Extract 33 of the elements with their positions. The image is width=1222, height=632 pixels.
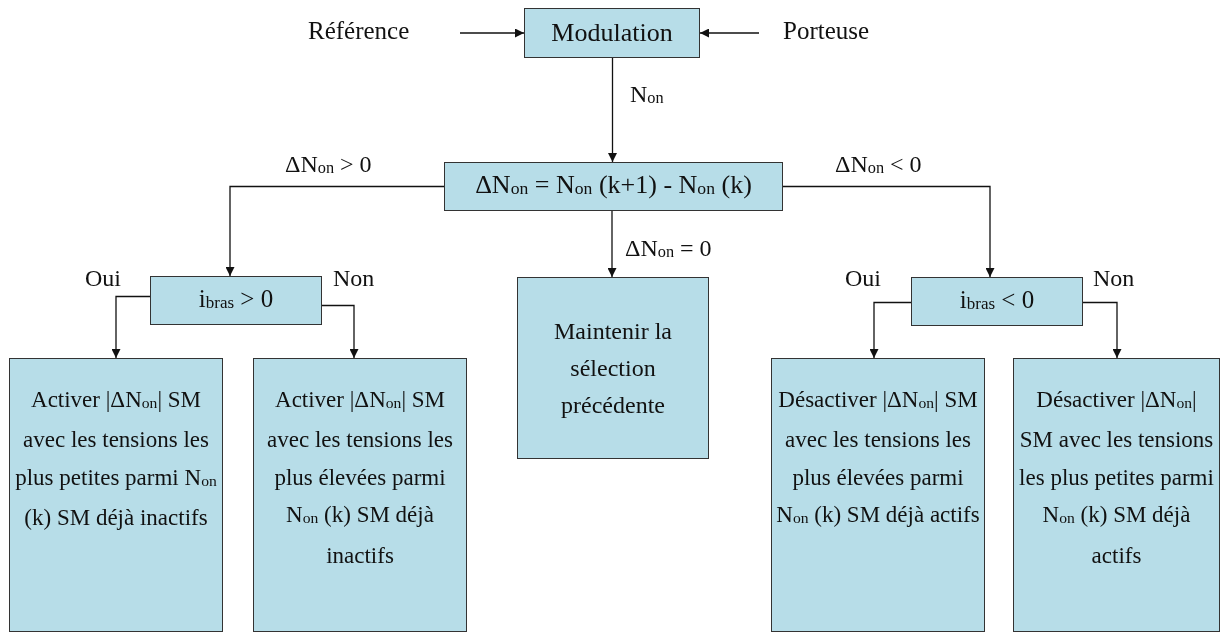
- arrow: [1082, 301, 1122, 359]
- edge-label: Non: [333, 264, 375, 292]
- process-box: [444, 162, 783, 211]
- box-text: i$_{bras}$ > 0: [198, 283, 274, 314]
- process-box: [771, 358, 985, 632]
- process-box: [150, 276, 322, 325]
- arrow: [111, 295, 151, 359]
- process-box: [253, 358, 467, 632]
- input-label: Porteuse: [783, 16, 870, 46]
- box-text: i$_{bras}$ < 0: [959, 284, 1035, 315]
- box-text: Modulation: [551, 18, 673, 48]
- input-label: Référence: [308, 16, 410, 46]
- arrow: [699, 28, 760, 38]
- process-box: [1013, 358, 1220, 632]
- arrow: [321, 304, 359, 359]
- arrow: [225, 185, 445, 277]
- arrow: [607, 210, 617, 278]
- edge-label: ΔN$_{on}$ < 0: [835, 150, 922, 179]
- process-box: [517, 277, 709, 459]
- edge-label: N$_{on}$: [630, 80, 664, 109]
- arrow: [608, 57, 617, 163]
- edge-label: ΔN$_{on}$ > 0: [285, 150, 372, 179]
- edge-label: Oui: [845, 264, 881, 292]
- arrow: [782, 185, 995, 278]
- process-box: [524, 8, 700, 58]
- arrow: [869, 301, 912, 359]
- edge-label: Oui: [85, 264, 121, 292]
- process-box: [9, 358, 223, 632]
- arrow: [459, 28, 525, 38]
- edge-label: Non: [1093, 264, 1135, 292]
- process-box: [911, 277, 1083, 326]
- edge-label: ΔN$_{on}$ = 0: [625, 234, 712, 263]
- box-text: Maintenir la sélection précédente: [553, 316, 673, 420]
